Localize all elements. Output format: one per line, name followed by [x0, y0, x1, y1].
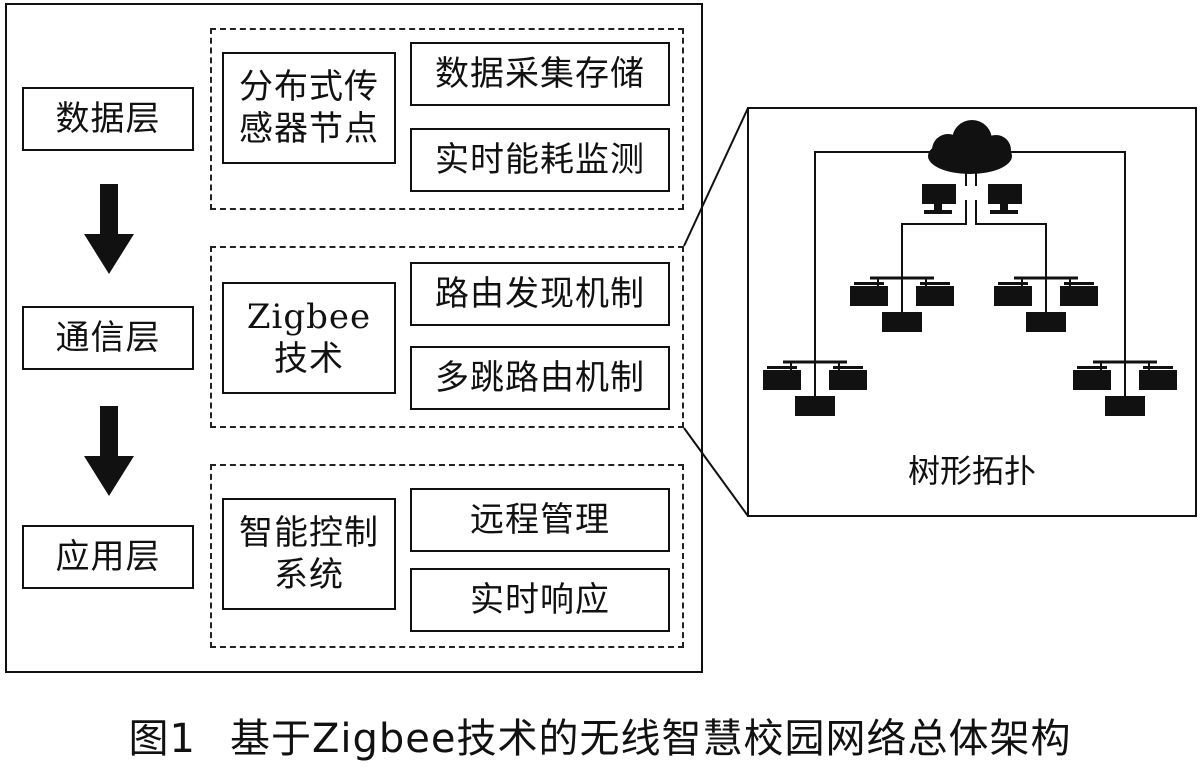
app-layer-group: [210, 464, 684, 648]
data-item-box: 数据采集存储: [410, 42, 670, 106]
topology-frame: [747, 107, 1197, 517]
tree-links: [814, 151, 1126, 362]
computer-icon: [988, 184, 1022, 214]
figure-title: 基于Zigbee技术的无线智慧校园网络总体架构: [229, 716, 1072, 762]
figure-caption: 图1 基于Zigbee技术的无线智慧校园网络总体架构: [0, 706, 1200, 764]
comm-item-box: 多跳路由机制: [410, 346, 670, 410]
figure-number: 图1: [128, 716, 196, 762]
data-item-box: 实时能耗监测: [410, 128, 670, 192]
sensor-node-box: 分布式传 感器节点: [222, 52, 396, 164]
comm-layer-group: [210, 246, 684, 428]
node-cluster-icon: [850, 276, 954, 332]
callout-line: [683, 427, 749, 517]
data-layer-box: 数据层: [22, 87, 194, 151]
node-cluster-icon: [994, 276, 1098, 332]
cloud-icon: [928, 120, 1012, 174]
comm-layer-box: 通信层: [22, 306, 194, 370]
down-arrow-icon: [84, 406, 134, 496]
callout-line: [683, 107, 749, 247]
topology-label: 树形拓扑: [908, 452, 1036, 490]
data-layer-group: [210, 28, 684, 210]
node-cluster-icon: [763, 360, 867, 416]
control-system-box: 智能控制 系统: [222, 498, 396, 610]
node-cluster-icon: [1073, 360, 1177, 416]
zigbee-box: Zigbee 技术: [222, 282, 396, 394]
down-arrow-icon: [84, 184, 134, 274]
app-item-box: 实时响应: [410, 568, 670, 632]
comm-item-box: 路由发现机制: [410, 262, 670, 326]
app-item-box: 远程管理: [410, 488, 670, 552]
tree-topology-diagram: 树形拓扑: [683, 107, 1197, 517]
computer-icon: [922, 184, 956, 214]
app-layer-box: 应用层: [22, 525, 194, 589]
